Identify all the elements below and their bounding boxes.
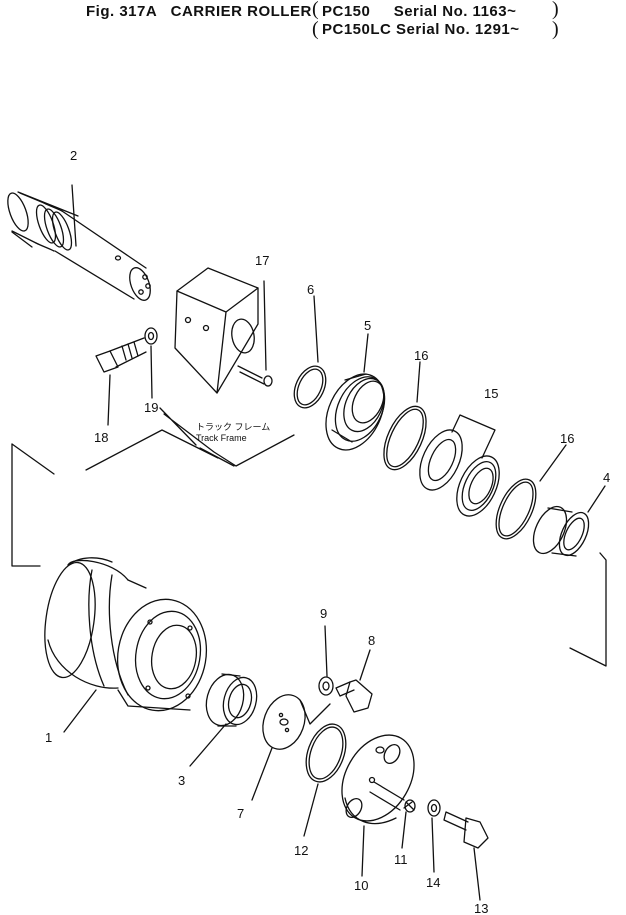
part-1-roller bbox=[44, 557, 208, 733]
callout-19: 19 bbox=[144, 400, 158, 415]
callout-1: 1 bbox=[45, 730, 52, 745]
bracket-left-2: ( bbox=[312, 18, 319, 40]
callout-6: 6 bbox=[307, 282, 314, 297]
track-frame-label-jp: トラック フレーム bbox=[196, 422, 270, 432]
callout-5: 5 bbox=[364, 318, 371, 333]
callout-15: 15 bbox=[484, 386, 498, 401]
part-4-bushing bbox=[532, 485, 606, 557]
track-frame-label-en: Track Frame bbox=[196, 433, 247, 443]
bracket-right-2: ) bbox=[552, 18, 559, 40]
part-6-o-ring bbox=[293, 295, 327, 409]
part-11-plug bbox=[401, 799, 416, 849]
part-2-shaft bbox=[7, 184, 151, 301]
figure-header: Fig. 317A CARRIER ROLLER ( PC150 Serial … bbox=[0, 0, 626, 44]
part-17-block bbox=[174, 267, 273, 394]
figure-title: Fig. 317A CARRIER ROLLER bbox=[86, 3, 312, 20]
part-14-washer bbox=[427, 799, 441, 873]
callout-12: 12 bbox=[294, 843, 308, 858]
part-13-bolt bbox=[443, 811, 489, 901]
part-9-washer bbox=[318, 625, 334, 696]
callout-9: 9 bbox=[320, 606, 327, 621]
callout-4: 4 bbox=[603, 470, 610, 485]
part-8-bolt bbox=[335, 649, 373, 713]
part-10-cover bbox=[341, 734, 415, 877]
part-3-bushing bbox=[189, 673, 258, 767]
part-19-washer bbox=[144, 327, 295, 467]
part-18-bolt bbox=[95, 337, 147, 426]
callout-18: 18 bbox=[94, 430, 108, 445]
bracket-right: ) bbox=[552, 0, 559, 20]
part-16-o-ring bbox=[383, 361, 427, 471]
callout-2: 2 bbox=[70, 148, 77, 163]
callout-labels: 1 2 3 4 5 6 7 8 9 10 11 12 13 14 15 16 1… bbox=[45, 148, 610, 915]
callout-11: 11 bbox=[394, 852, 408, 867]
track-frame-outline bbox=[11, 429, 607, 667]
serial-line-2: PC150LC Serial No. 1291~ bbox=[322, 21, 520, 38]
callout-16: 16 bbox=[414, 348, 428, 363]
callout-10: 10 bbox=[354, 878, 368, 893]
callout-17: 17 bbox=[255, 253, 269, 268]
callout-8: 8 bbox=[368, 633, 375, 648]
callout-13: 13 bbox=[474, 901, 488, 915]
callout-7: 7 bbox=[237, 806, 244, 821]
bracket-left: ( bbox=[312, 0, 319, 20]
callout-16-second: 16 bbox=[560, 431, 574, 446]
part-5-seal bbox=[325, 333, 386, 451]
callout-3: 3 bbox=[178, 773, 185, 788]
part-16-o-ring-2 bbox=[495, 444, 567, 540]
part-7-thrust-washer bbox=[251, 694, 331, 801]
serial-line-1: PC150 Serial No. 1163~ bbox=[322, 3, 517, 20]
part-12-o-ring bbox=[303, 723, 347, 837]
callout-14: 14 bbox=[426, 875, 440, 890]
part-15-floating-seal bbox=[419, 414, 500, 517]
